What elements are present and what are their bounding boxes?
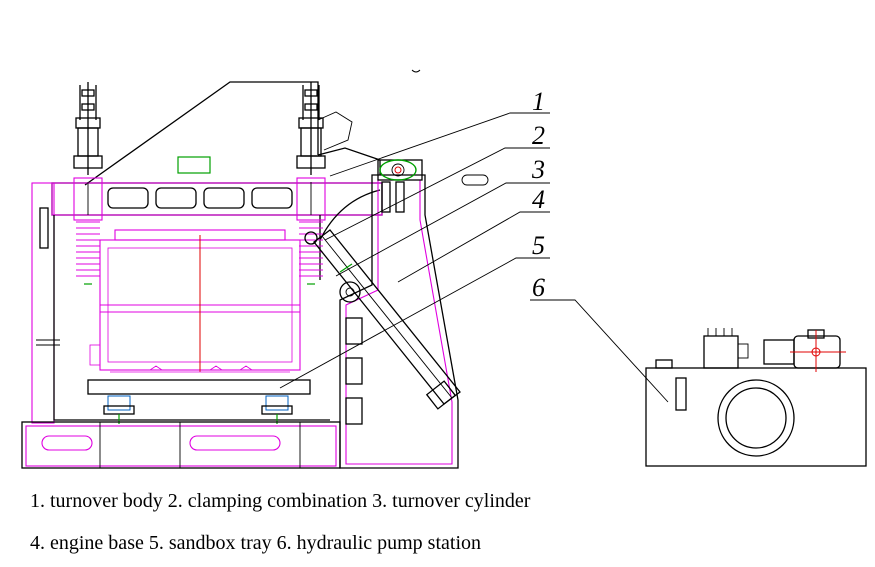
- caption-line-2: 4. engine base 5. sandbox tray 6. hydrau…: [30, 532, 482, 554]
- callout-4: 4: [532, 185, 545, 214]
- engine-base: [339, 159, 489, 469]
- clamping-combination-right: [296, 82, 326, 285]
- callout-1: 1: [532, 87, 545, 116]
- foundation: [21, 421, 341, 469]
- callout-5: 5: [532, 231, 545, 260]
- callout-3: 3: [531, 155, 545, 184]
- turnover-cylinder: [313, 229, 461, 410]
- clamping-combination-left: [73, 82, 103, 285]
- callout-2: 2: [532, 121, 545, 150]
- caption-line-1: 1. turnover body 2. clamping combination…: [30, 490, 531, 512]
- sandbox-tray: [87, 379, 311, 424]
- flask-frame: [89, 229, 301, 373]
- callout-6: 6: [532, 273, 545, 302]
- leader-lines: [279, 112, 669, 403]
- hydraulic-pump-station: [645, 328, 867, 467]
